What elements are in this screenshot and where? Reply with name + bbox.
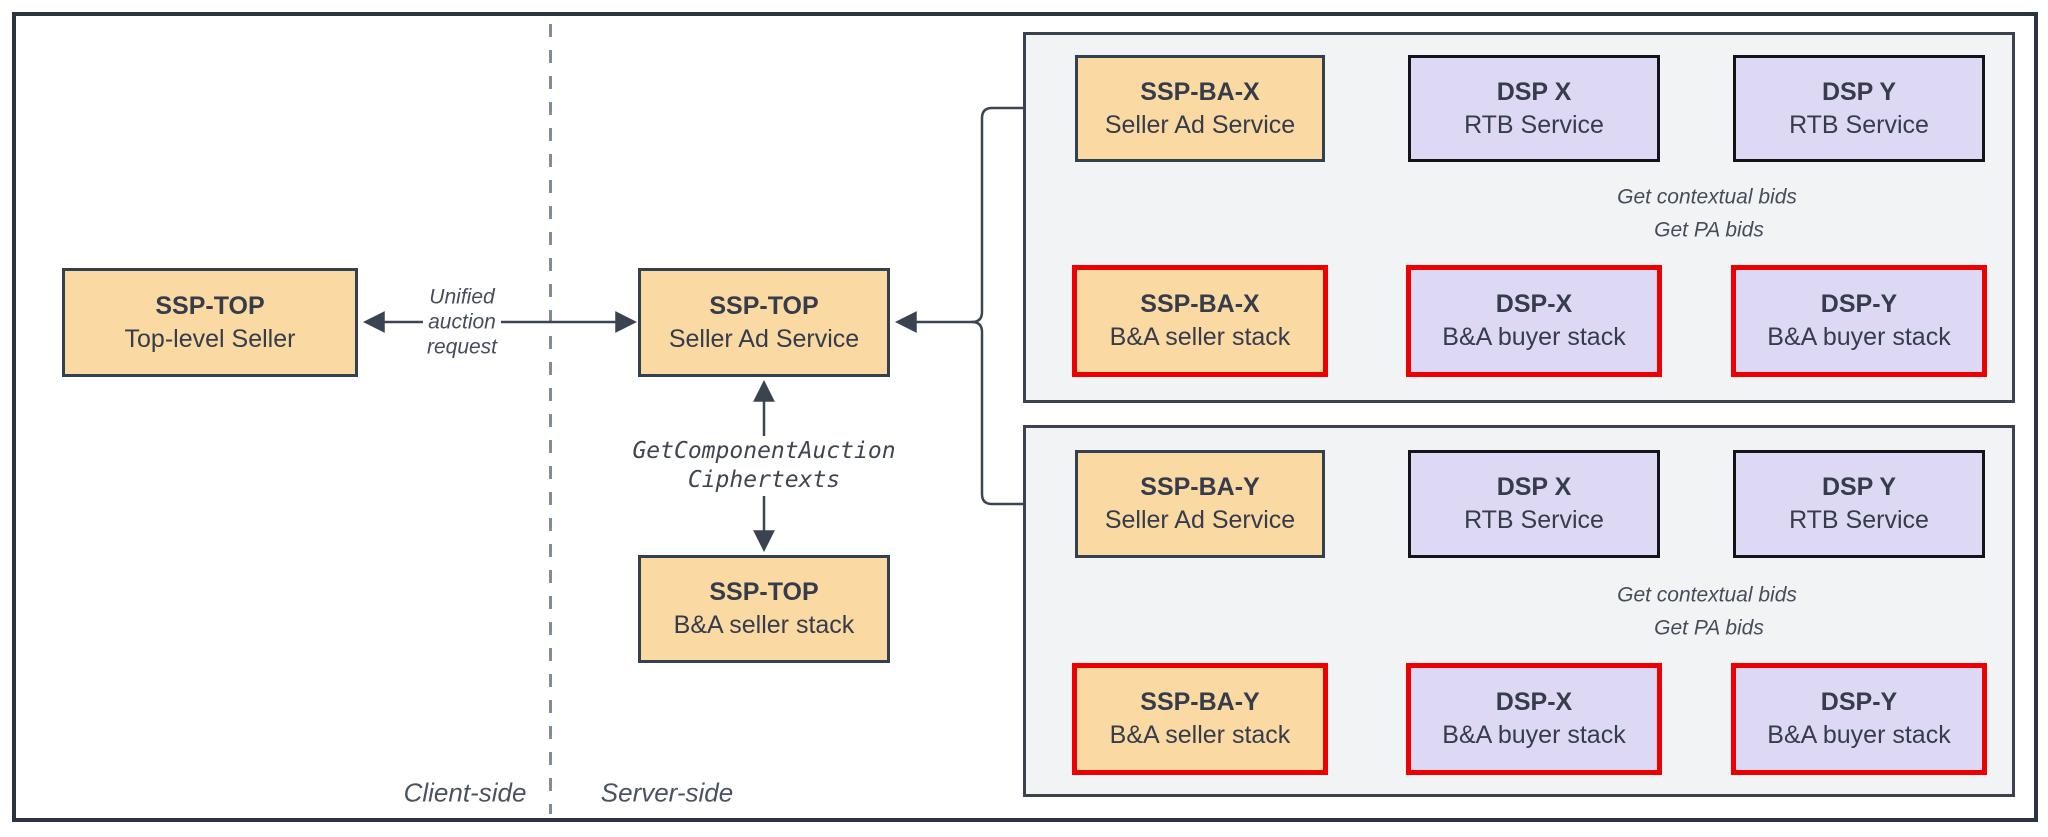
edge-label-get-pa-bids-1: Get PA bids	[1650, 216, 1768, 244]
node-ssp-ba-x-seller-ad-service: SSP-BA-X Seller Ad Service	[1075, 55, 1325, 162]
node-title: DSP-Y	[1820, 688, 1898, 716]
node-title: SSP-BA-X	[1140, 290, 1260, 318]
node-title: DSP Y	[1821, 473, 1897, 501]
node-title: SSP-BA-Y	[1140, 473, 1260, 501]
node-ssp-top-ba-seller-stack: SSP-TOP B&A seller stack	[638, 555, 890, 663]
node-subtitle: B&A buyer stack	[1767, 721, 1951, 749]
node-title: DSP X	[1496, 473, 1572, 501]
node-title: DSP-X	[1495, 688, 1573, 716]
node-title: SSP-TOP	[709, 578, 819, 606]
node-ssp-ba-y-ba-seller-stack: SSP-BA-Y B&A seller stack	[1072, 663, 1328, 775]
node-ssp-top-seller-ad-service: SSP-TOP Seller Ad Service	[638, 268, 890, 377]
node-dsp-y-rtb-service-1: DSP Y RTB Service	[1733, 55, 1985, 162]
edge-label-unified-auction-request: Unified auction request	[422, 283, 502, 361]
edge-label-get-component-auction-ciphertexts: GetComponentAuction Ciphertexts	[628, 436, 900, 496]
node-subtitle: B&A buyer stack	[1442, 323, 1626, 351]
node-title: DSP Y	[1821, 77, 1897, 106]
node-subtitle: B&A seller stack	[673, 611, 855, 639]
node-subtitle: RTB Service	[1464, 506, 1604, 534]
node-dsp-x-ba-buyer-stack-2: DSP-X B&A buyer stack	[1406, 663, 1662, 775]
node-dsp-x-rtb-service-1: DSP X RTB Service	[1408, 55, 1660, 162]
node-ssp-top-top-level-seller: SSP-TOP Top-level Seller	[62, 268, 358, 377]
node-dsp-y-ba-buyer-stack-2: DSP-Y B&A buyer stack	[1731, 663, 1987, 775]
node-ssp-ba-y-seller-ad-service: SSP-BA-Y Seller Ad Service	[1075, 450, 1325, 558]
node-subtitle: Seller Ad Service	[1104, 110, 1296, 139]
node-dsp-x-ba-buyer-stack-1: DSP-X B&A buyer stack	[1406, 265, 1662, 377]
node-title: DSP X	[1496, 77, 1572, 106]
node-subtitle: Seller Ad Service	[668, 324, 860, 353]
node-subtitle: RTB Service	[1789, 506, 1929, 534]
zone-label-server-side: Server-side	[600, 777, 734, 809]
edge-label-get-pa-bids-2: Get PA bids	[1650, 614, 1768, 642]
zone-label-client-side: Client-side	[403, 777, 527, 809]
node-dsp-y-rtb-service-2: DSP Y RTB Service	[1733, 450, 1985, 558]
node-subtitle: RTB Service	[1789, 110, 1929, 139]
node-subtitle: B&A buyer stack	[1442, 721, 1626, 749]
node-title: DSP-Y	[1820, 290, 1898, 318]
edge-label-get-contextual-bids-2: Get contextual bids	[1613, 581, 1801, 609]
node-subtitle: RTB Service	[1464, 110, 1604, 139]
node-subtitle: B&A seller stack	[1109, 323, 1291, 351]
node-title: SSP-BA-X	[1140, 77, 1260, 106]
node-dsp-x-rtb-service-2: DSP X RTB Service	[1408, 450, 1660, 558]
node-subtitle: B&A seller stack	[1109, 721, 1291, 749]
edge-label-get-contextual-bids-1: Get contextual bids	[1613, 183, 1801, 211]
node-title: DSP-X	[1495, 290, 1573, 318]
node-subtitle: B&A buyer stack	[1767, 323, 1951, 351]
node-dsp-y-ba-buyer-stack-1: DSP-Y B&A buyer stack	[1731, 265, 1987, 377]
node-subtitle: Seller Ad Service	[1104, 506, 1296, 534]
node-title: SSP-TOP	[155, 291, 265, 320]
node-subtitle: Top-level Seller	[124, 324, 296, 353]
node-ssp-ba-x-ba-seller-stack: SSP-BA-X B&A seller stack	[1072, 265, 1328, 377]
node-title: SSP-TOP	[709, 291, 819, 320]
node-title: SSP-BA-Y	[1140, 688, 1260, 716]
